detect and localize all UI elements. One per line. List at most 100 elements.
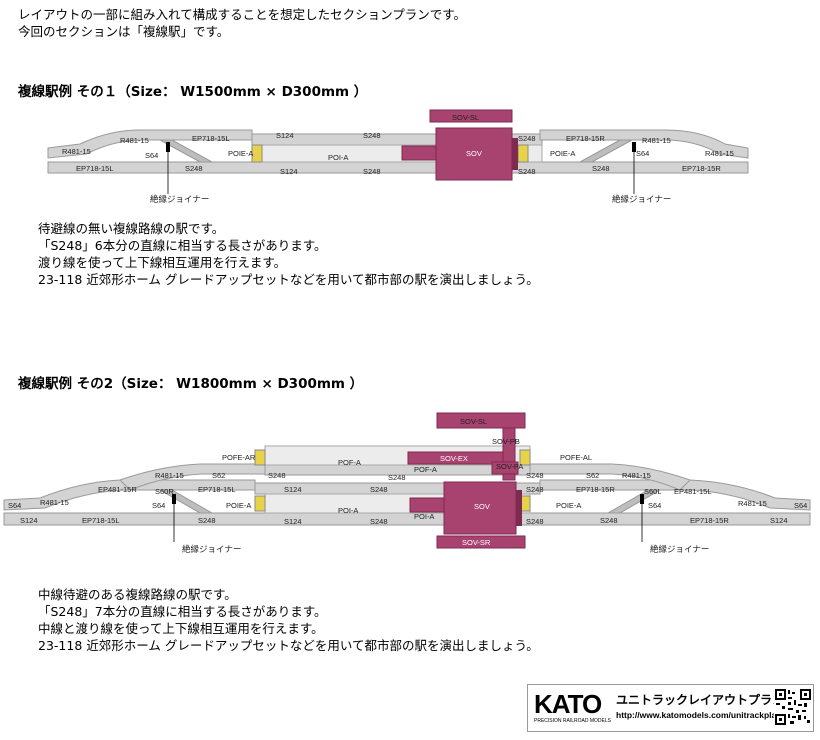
label-r481-15-1d: R481-15 [705, 149, 734, 158]
label-r481-15-2a: R481-15 [155, 471, 184, 480]
label-s248-2e: S248 [370, 517, 388, 526]
section-1-desc-line-2: 「S248」6本分の直線に相当する長さがあります。 [38, 238, 327, 253]
platform-pofe-ar-2 [254, 449, 266, 466]
station-sov-side-2 [516, 490, 522, 526]
joiner-label-right-2: 絶縁ジョイナー [650, 544, 709, 555]
label-poie-a-2a: POIE-A [226, 501, 251, 510]
platform-poie-a-left-2 [254, 495, 266, 512]
label-poie-a-1b: POIE-A [550, 149, 575, 158]
kato-footer: KATO PRECISION RAILROAD MODELS ユニトラックレイア… [527, 684, 814, 732]
station-sov-side-1 [512, 138, 518, 170]
joiner-label-right-1: 絶縁ジョイナー [612, 194, 671, 205]
label-ep718-15l-2b: EP718-15L [82, 516, 120, 525]
label-poi-a-2b: POI-A [414, 512, 434, 521]
track-mid-right-2 [529, 463, 691, 491]
label-r481-15-1a: R481-15 [120, 136, 149, 145]
label-s248-2g: S248 [526, 485, 544, 494]
label-s62-2a: S62 [212, 471, 225, 480]
label-sov-sr-2: SOV-SR [462, 538, 491, 547]
section-2-diagram: POFE-AR POFE-AL POF-A SOV-SL SOV-PB SOV-… [3, 412, 811, 555]
qr-code-icon [774, 688, 812, 726]
label-s248-2b: S248 [268, 471, 286, 480]
label-s60r-2: S60R [155, 487, 174, 496]
section-2-title: 複線駅例 その2（Size： W1800mm × D300mm ） [18, 376, 364, 392]
section-1-desc-line-1: 待避線の無い複線路線の駅です。 [38, 221, 225, 236]
track-outer-right-2 [539, 479, 811, 511]
joiner-marker-left-1 [166, 142, 170, 152]
intro-line-1: レイアウトの一部に組み入れて構成することを想定したセクションプランです。 [18, 7, 467, 22]
product-title: ユニトラックレイアウトプラン [616, 693, 785, 707]
label-pofe-al-2: POFE-AL [560, 453, 592, 462]
label-s248-1a: S248 [185, 164, 203, 173]
label-s248-2d: S248 [388, 473, 406, 482]
section-1-desc-line-3: 渡り線を使って上下線相互運用を行えます。 [38, 255, 287, 270]
label-s248-1e: S248 [518, 167, 536, 176]
label-sov-sl-1: SOV-SL [452, 113, 479, 122]
station-sov-stair-2 [409, 497, 445, 513]
label-s64-1b: S64 [636, 149, 649, 158]
label-pof-a-2b: POF-A [414, 465, 437, 474]
label-s124-2d: S124 [770, 516, 788, 525]
label-ep718-15r-2b: EP718-15R [690, 516, 729, 525]
section-1-title: 複線駅例 その１（Size： W1500mm × D300mm ） [18, 84, 368, 100]
station-sov-sl-2 [436, 412, 526, 429]
label-s124-2c: S124 [284, 517, 302, 526]
section-1-desc-line-4: 23-118 近郊形ホーム グレードアップセットなどを用いて都市部の駅を演出しま… [38, 272, 539, 287]
label-s248-1c: S248 [363, 167, 381, 176]
label-s248-2i: S248 [600, 516, 618, 525]
label-s124-1b: S124 [280, 167, 298, 176]
label-pofe-ar-2: POFE-AR [222, 453, 256, 462]
intro-line-2: 今回のセクションは「複線駅」です。 [18, 24, 230, 39]
platform-end-right-1 [517, 144, 529, 163]
label-sov-pa-2: SOV-PA [496, 462, 523, 471]
label-s248-1f: S248 [592, 164, 610, 173]
joiner-label-left-2: 絶縁ジョイナー [182, 544, 241, 555]
label-sov-ex-2: SOV-EX [440, 454, 468, 463]
section-2-desc-line-4: 23-118 近郊形ホーム グレードアップセットなどを用いて都市部の駅を演出しま… [38, 638, 539, 653]
station-sov-sl-1 [429, 109, 513, 123]
label-r481-15-2d: R481-15 [738, 499, 767, 508]
label-ep718-15l-1: EP718-15L [192, 134, 230, 143]
label-r481-15-2c: R481-15 [622, 471, 651, 480]
joiner-marker-right-2 [640, 494, 644, 504]
label-ep481-15l-2: EP481-15L [674, 487, 712, 496]
section-1-description: 待避線の無い複線路線の駅です。 「S248」6本分の直線に相当する長さがあります… [38, 220, 539, 288]
label-sov-2: SOV [474, 502, 490, 511]
label-pof-a-2: POF-A [338, 458, 361, 467]
label-s124-2a: S124 [20, 516, 38, 525]
station-sov-1 [401, 145, 437, 161]
label-sov-pb-2: SOV-PB [492, 437, 520, 446]
label-s64-1a: S64 [145, 151, 158, 160]
label-ep481-15r-2: EP481-15R [98, 485, 137, 494]
label-s248-1d: S248 [518, 134, 536, 143]
label-ep718-15l-2a: EP718-15L [198, 485, 236, 494]
label-s60l-2: S60L [644, 487, 662, 496]
section-2-description: 中線待避のある複線路線の駅です。 「S248」7本分の直線に相当する長さがありま… [38, 586, 539, 654]
label-s124-1a: S124 [276, 131, 294, 140]
section-2-desc-line-3: 中線と渡り線を使って上下線相互運用を行えます。 [38, 621, 324, 636]
label-ep718-15r-1: EP718-15R [566, 134, 605, 143]
station-sov-pa-2 [491, 461, 519, 475]
crossover-right-2 [606, 489, 662, 514]
label-s124-2b: S124 [284, 485, 302, 494]
label-poie-a-2b: POIE-A [556, 501, 581, 510]
platform-end-left-1 [251, 144, 263, 163]
label-ep718-15r-2a: EP718-15R [576, 485, 615, 494]
joiner-label-left-1: 絶縁ジョイナー [150, 194, 209, 205]
label-s248-2h: S248 [526, 517, 544, 526]
label-s64-2c: S64 [648, 501, 661, 510]
label-ep718-15l-1b: EP718-15L [76, 164, 114, 173]
label-r481-15-2b: R481-15 [40, 498, 69, 507]
crossover-left-1 [159, 139, 213, 163]
intro-text: レイアウトの一部に組み入れて構成することを想定したセクションプランです。 今回の… [18, 6, 466, 40]
section-1-diagram: R481-15 R481-15 EP718-15L S64 EP718-15L … [47, 109, 749, 205]
label-r481-15-1c: R481-15 [642, 136, 671, 145]
station-sov-sr-2 [436, 535, 526, 549]
label-s62-2b: S62 [586, 471, 599, 480]
label-s248-2f: S248 [526, 471, 544, 480]
label-poi-a-2a: POI-A [338, 506, 358, 515]
track-r481-right-1 [539, 129, 749, 159]
section-2-desc-line-1: 中線待避のある複線路線の駅です。 [38, 587, 237, 602]
label-s248-2c: S248 [370, 485, 388, 494]
product-url[interactable]: http://www.katomodels.com/unitrackplan/ [616, 710, 784, 720]
